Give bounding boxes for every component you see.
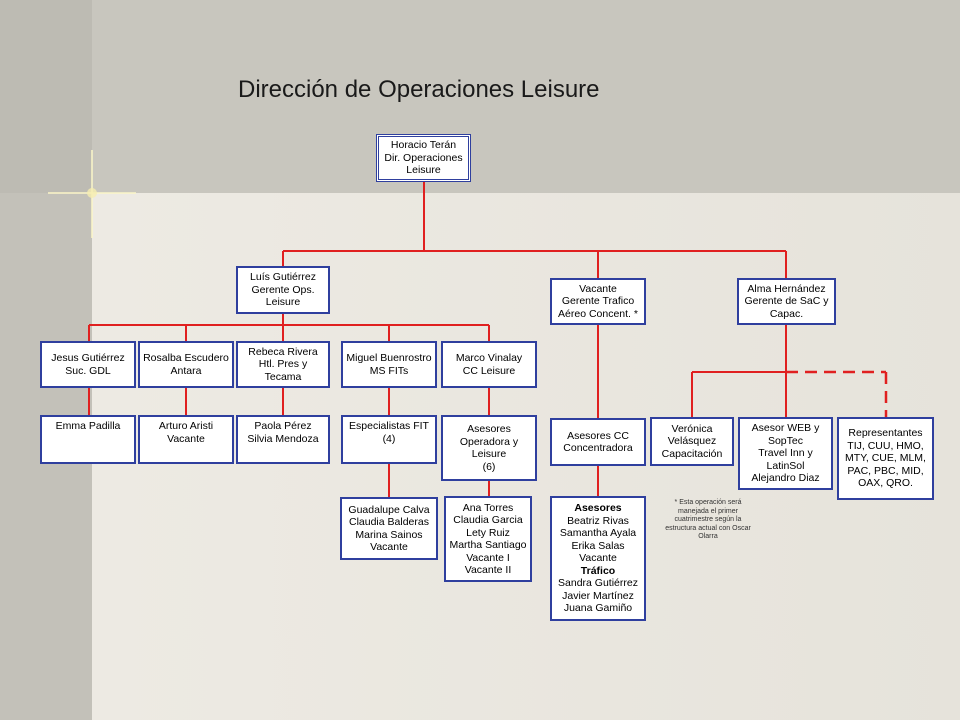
node-asesores-cc-label: Asesores CC Concentradora [563, 429, 633, 455]
node-representantes-label: Representantes TIJ, CUU, HMO, MTY, CUE, … [845, 427, 926, 490]
node-cc-leisure-label: Marco Vinalay CC Leisure [455, 352, 523, 377]
node-fits-label: Miguel Buenrostro MS FITs [346, 352, 432, 377]
node-veronica: Verónica Velásquez Capacitación [650, 417, 734, 466]
node-hotel-label: Rebeca Rivera Htl. Pres y Tecama [248, 345, 318, 383]
node-director: Horacio Terán Dir. Operaciones Leisure [376, 134, 471, 182]
node-ops-manager: Luís Gutiérrez Gerente Ops. Leisure [236, 266, 330, 314]
node-veronica-label: Verónica Velásquez Capacitación [661, 422, 723, 460]
node-hotel: Rebeca Rivera Htl. Pres y Tecama [236, 341, 330, 388]
node-paola-label: Paola Pérez Silvia Mendoza [247, 420, 319, 445]
node-ana: Ana Torres Claudia Garcia Lety Ruiz Mart… [444, 496, 532, 582]
trafico-heading: Tráfico [580, 564, 616, 577]
node-especialistas: Especialistas FIT (4) [341, 415, 437, 464]
node-emma-label: Emma Padilla [55, 420, 121, 432]
node-asesor-web-label: Asesor WEB y SopTec Travel Inn y LatinSo… [751, 422, 820, 485]
footnote: * Esta operación será manejada el primer… [665, 499, 751, 541]
node-traffic-manager: Vacante Gerente Trafico Aéreo Concent. * [550, 278, 646, 325]
node-emma: Emma Padilla [40, 415, 136, 464]
node-asesores-operadora-label: Asesores Operadora y Leisure (6) [459, 423, 519, 473]
page-title: Dirección de Operaciones Leisure [238, 76, 600, 103]
node-gdl: Jesus Gutiérrez Suc. GDL [40, 341, 136, 388]
node-fits: Miguel Buenrostro MS FITs [341, 341, 437, 388]
node-sac-manager-label: Alma Hernández Gerente de SaC y Capac. [744, 282, 829, 320]
node-traffic-manager-label: Vacante Gerente Trafico Aéreo Concent. * [558, 282, 638, 320]
node-sac-manager: Alma Hernández Gerente de SaC y Capac. [737, 278, 836, 325]
node-director-label: Horacio Terán Dir. Operaciones Leisure [384, 139, 463, 177]
sparkle-icon [48, 150, 136, 238]
node-paola: Paola Pérez Silvia Mendoza [236, 415, 330, 464]
node-guadalupe: Guadalupe Calva Claudia Balderas Marina … [340, 497, 438, 560]
node-cc-leisure: Marco Vinalay CC Leisure [441, 341, 537, 388]
node-asesor-web: Asesor WEB y SopTec Travel Inn y LatinSo… [738, 417, 833, 490]
node-especialistas-label: Especialistas FIT (4) [349, 420, 429, 445]
node-arturo: Arturo Aristi Vacante [138, 415, 234, 464]
node-asesores-trafico: Asesores Beatriz Rivas Samantha Ayala Er… [550, 496, 646, 621]
node-gdl-label: Jesus Gutiérrez Suc. GDL [51, 352, 125, 377]
asesores-heading: Asesores [574, 502, 622, 515]
node-antara-label: Rosalba Escudero Antara [143, 352, 229, 377]
asesores-names: Beatriz Rivas Samantha Ayala Erika Salas… [559, 514, 637, 565]
node-ana-label: Ana Torres Claudia Garcia Lety Ruiz Mart… [449, 501, 527, 577]
node-representantes: Representantes TIJ, CUU, HMO, MTY, CUE, … [837, 417, 934, 500]
node-asesores-cc: Asesores CC Concentradora [550, 418, 646, 466]
node-antara: Rosalba Escudero Antara [138, 341, 234, 388]
node-asesores-operadora: Asesores Operadora y Leisure (6) [441, 415, 537, 481]
node-guadalupe-label: Guadalupe Calva Claudia Balderas Marina … [348, 503, 430, 554]
node-arturo-label: Arturo Aristi Vacante [158, 420, 214, 445]
trafico-names: Sandra Gutiérrez Javier Martínez Juana G… [558, 577, 638, 615]
node-ops-manager-label: Luís Gutiérrez Gerente Ops. Leisure [250, 271, 316, 309]
